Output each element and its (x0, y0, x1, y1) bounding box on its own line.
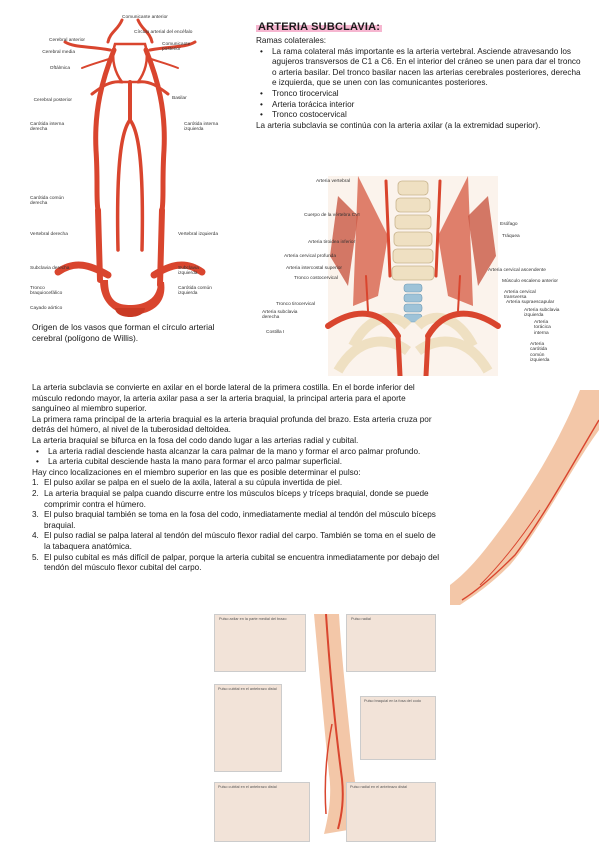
label-intercostal-superior: Arteria intercostal superior (286, 266, 342, 271)
label-cervical-transversa: Arteria cervical transversa (504, 290, 536, 301)
label-carotida-comun-derecha: Carótida común derecha (30, 196, 64, 207)
pulse-intro: Hay cinco localizaciones en el miembro s… (32, 467, 361, 477)
cerebral-media-left (63, 40, 112, 52)
label-tiroidea-inferior: Arteria tiroidea inferior (308, 240, 356, 245)
list-item: La arteria cubital desciende hasta la ma… (32, 457, 442, 468)
axilar-section: La arteria subclavia se convierte en axi… (32, 383, 442, 574)
label-vertebral-derecha: Vertebral derecha (30, 232, 68, 237)
pulse-panel-cubital-codo: Pulso cubital en el antebrazo distal (214, 684, 282, 772)
vertebral-left (115, 118, 132, 252)
paragraph: La arteria braquial se bifurca en la fos… (32, 435, 359, 445)
cerebral-posterior-right (136, 80, 170, 96)
list-item: 4.El pulso radial se palpa lateral al te… (32, 531, 436, 551)
label-cerebral-media: Cerebral media (42, 50, 75, 55)
label-subclavia-izquierda: Arteria subclavia izquierda (524, 308, 560, 319)
cerebral-anterior-right (136, 18, 154, 44)
cerebral-posterior-left (90, 80, 124, 96)
list-item: 5.El pulso cubital es más difícil de pal… (32, 552, 440, 573)
list-item: La rama colateral más importante es la a… (256, 47, 586, 89)
label-cerebral-anterior: Cerebral anterior (49, 38, 85, 43)
label-subclavia-izquierda: Subclavia izquierda (178, 266, 199, 277)
label-cerebral-posterior: Cerebral posterior (33, 98, 72, 103)
pulse-figure: Pulso axilar en la parte medial del braz… (214, 614, 436, 842)
list-item: Arteria torácica interior (256, 100, 586, 111)
label-costilla-i: Costilla I (266, 330, 285, 335)
cayado-aortico (100, 280, 165, 315)
paragraph: La arteria subclavia se convierte en axi… (32, 383, 415, 414)
list-item: 3.El pulso braquial también se toma en l… (32, 510, 436, 530)
paragraph: La primera rama principal de la arteria … (32, 414, 432, 435)
pulse-panel-axilar: Pulso axilar en la parte medial del braz… (214, 614, 306, 672)
pulse-list: 1.El pulso axilar se palpa en el suelo d… (32, 478, 442, 573)
label-escaleno-anterior: Músculo escaleno anterior (502, 279, 558, 284)
pulse-panel-cubital-dorsal: Pulso cubital en el antebrazo distal (214, 782, 310, 842)
list-item: Tronco costocervical (256, 110, 586, 121)
label-basilar: Basilar (172, 96, 187, 101)
label-comunicante-posterior: Comunicante posterior (162, 42, 191, 53)
branches-list: La arteria radial desciende hasta alcanz… (32, 447, 442, 468)
willis-diagram (54, 18, 206, 317)
carotida-interna-izquierda (143, 47, 167, 213)
label-tronco-tirocervical: Tronco tirocervical (276, 302, 316, 307)
label-subclavia-derecha: Arteria subclavia derecha (262, 310, 298, 321)
label-tronco-braquiocefalico: Tronco braquiocefálico (30, 286, 63, 297)
list-item: Tronco tirocervical (256, 89, 586, 100)
label-vertebral-izquierda: Vertebral izquierda (178, 232, 218, 237)
label-carotida-interna-derecha: Carótida interna derecha (30, 122, 65, 133)
vertebral-right (128, 118, 145, 252)
arm-figure (450, 390, 599, 605)
arm-artery-illustration (450, 390, 599, 605)
label-cuerpo-vertebra: Cuerpo de la vértebra CVI (304, 213, 360, 218)
label-oftalmica: Oftálmica (49, 66, 70, 71)
label-toracica-interna: Arteria torácica interna (534, 320, 551, 336)
carotida-interna-derecha (93, 47, 117, 213)
pulse-panel-radial-palmar: Pulso radial en el antebrazo distal (346, 782, 436, 842)
label-arteria-vertebral: Arteria vertebral (316, 179, 351, 184)
pulse-arm-illustration (314, 614, 360, 834)
label-carotida-interna-izquierda: Carótida interna izquierda (184, 122, 219, 133)
list-item: 1.El pulso axilar se palpa en el suelo d… (32, 478, 343, 488)
continuation-text: La arteria subclavia se continúa con la … (256, 120, 541, 130)
subclavia-derecha (54, 261, 112, 279)
section-subtitle: Ramas colaterales: (256, 36, 327, 45)
label-carotida-comun-izquierda: Arteria carótida común izquierda (530, 342, 550, 364)
section-title: ARTERIA SUBCLAVIA: (256, 21, 383, 33)
label-esofago: Esófago (500, 222, 518, 227)
label-subclavia-derecha: Subclavia derecha (30, 266, 70, 271)
aorta-base (115, 308, 145, 317)
label-circulo-arterial: Círculo arterial del encéfalo (134, 30, 193, 35)
list-item: La arteria radial desciende hasta alcanz… (32, 447, 442, 458)
label-cayado-aortico: Cayado aórtico (30, 306, 63, 311)
list-item: 2.La arteria braquial se palpa cuando di… (32, 488, 429, 509)
neck-figure: Arteria vertebral Cuerpo de la vértebra … (258, 176, 559, 379)
cerebral-media-right (148, 40, 197, 52)
cerebral-anterior-left (106, 18, 124, 44)
neck-anatomy-illustration (325, 176, 501, 379)
pulse-panel-braquial-codo: Pulso braquial en la fosa del codo (360, 696, 436, 760)
collateral-branches-list: La rama colateral más importante es la a… (256, 47, 586, 121)
label-supraescapular: Arteria supraescapular (506, 300, 555, 305)
pulse-panel-radial: Pulso radial (346, 614, 436, 672)
label-carotida-comun-izquierda: Carótida común izquierda (178, 286, 212, 297)
label-traquea: Tráquea (502, 234, 520, 239)
communicating-ring (111, 42, 149, 84)
label-cervical-profunda: Arteria cervical profunda (284, 254, 336, 259)
label-comunicante-anterior: Comunicante anterior (122, 15, 168, 20)
subclavia-section: ARTERIA SUBCLAVIA: Ramas colaterales: La… (256, 17, 586, 131)
willis-figure: Comunicante anterior Cerebral anterior C… (30, 10, 230, 320)
subclavia-izquierda (150, 261, 206, 279)
label-cervical-ascendente: Arteria cervical ascendente (488, 268, 546, 273)
label-tronco-costocervical: Tronco costocervical (294, 276, 338, 281)
willis-caption: Origen de los vasos que forman el círcul… (32, 322, 215, 343)
